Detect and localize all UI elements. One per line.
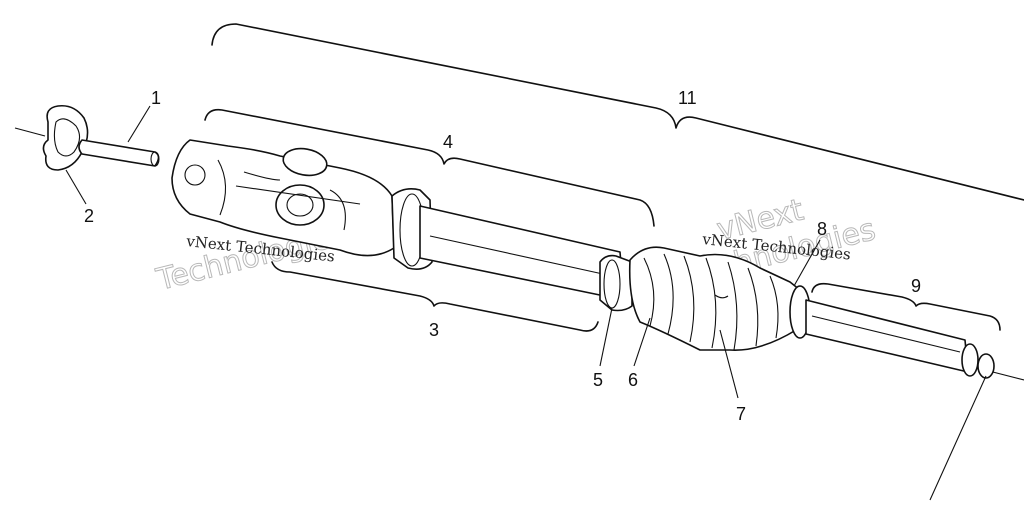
brace-11 xyxy=(211,23,1024,201)
part-5-collar xyxy=(599,254,633,312)
part-3-shaft-tube xyxy=(419,205,625,301)
callout-2: 2 xyxy=(84,206,94,226)
brace-9 xyxy=(811,282,1001,331)
callout-4: 4 xyxy=(443,132,453,152)
part-6-7-cv-boot xyxy=(628,246,807,351)
callout-11: 11 xyxy=(678,88,697,108)
brace-4 xyxy=(204,108,655,227)
callout-labels: 1 2 3 4 5 6 7 8 9 11 xyxy=(84,88,921,424)
callout-3: 3 xyxy=(429,320,439,340)
callout-6: 6 xyxy=(628,370,638,390)
callout-5: 5 xyxy=(593,370,603,390)
callout-1: 1 xyxy=(151,88,161,108)
brace-3 xyxy=(271,261,599,332)
part-1-pin xyxy=(78,139,160,167)
callout-7: 7 xyxy=(736,404,746,424)
part-9-stub-shaft xyxy=(805,299,995,379)
leader-lines xyxy=(65,105,987,501)
part-2-flange xyxy=(42,104,89,171)
callout-9: 9 xyxy=(911,276,921,296)
callout-8: 8 xyxy=(817,219,827,239)
axis-line-left xyxy=(14,127,46,137)
